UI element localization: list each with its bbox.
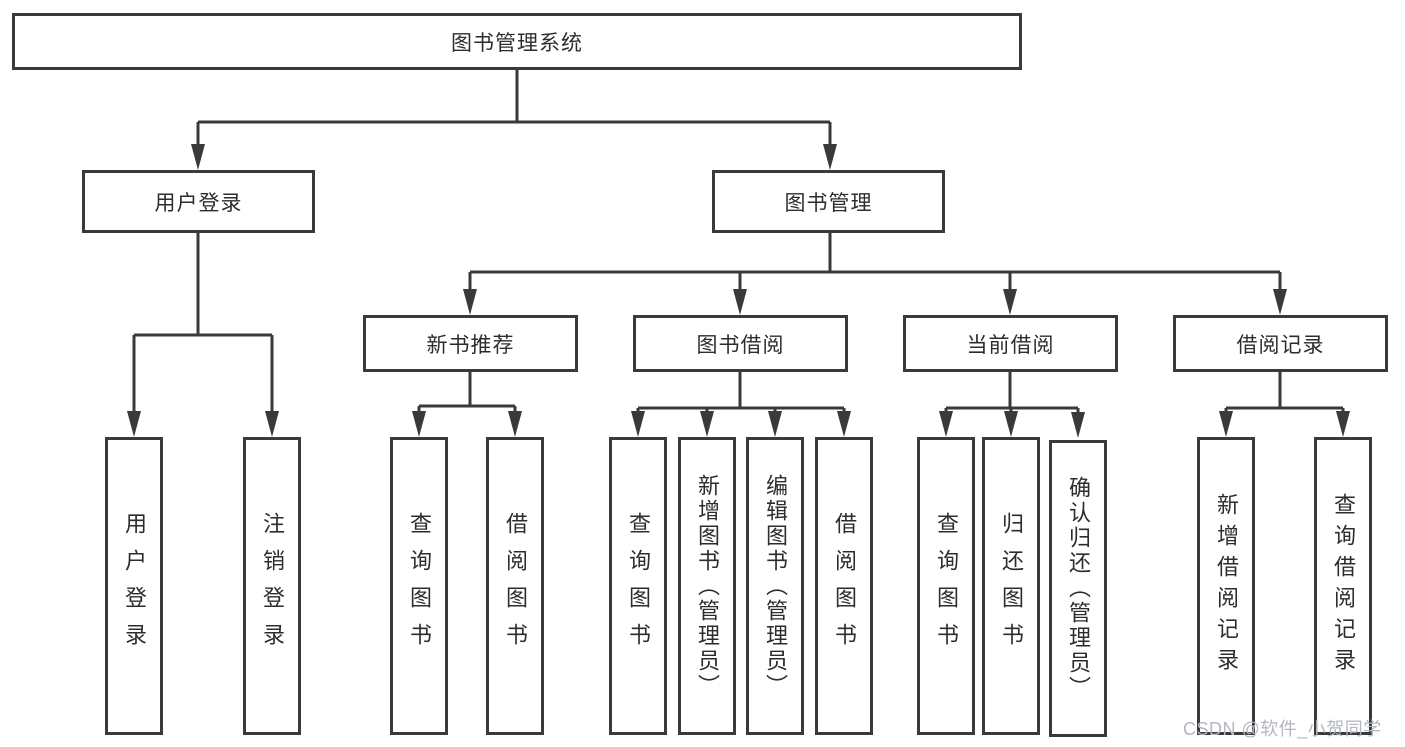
leaf-add-borrow-record-label: 新增借阅记录 [1214, 493, 1239, 679]
leaf-recommend-borrow-books: 借阅图书 [486, 437, 544, 735]
node-book-borrow-label: 图书借阅 [696, 333, 785, 357]
node-book-borrow: 图书借阅 [633, 315, 848, 372]
leaf-current-query-books-label: 查询图书 [934, 512, 959, 660]
node-user-login-branch-label: 用户登录 [154, 191, 243, 215]
leaf-confirm-return-admin: 确认归还（管理员） [1049, 440, 1107, 737]
leaf-borrow-query-books: 查询图书 [609, 437, 667, 735]
node-new-book-recommend: 新书推荐 [363, 315, 578, 372]
leaf-user-login: 用户登录 [105, 437, 163, 735]
leaf-user-login-label: 用户登录 [122, 512, 147, 660]
connector-book-borrow [636, 372, 846, 415]
arrowheads [127, 144, 1350, 438]
leaf-borrow-books: 借阅图书 [815, 437, 873, 735]
leaf-query-borrow-record-label: 查询借阅记录 [1331, 493, 1356, 679]
node-current-borrow-label: 当前借阅 [966, 333, 1055, 357]
leaf-borrow-books-label: 借阅图书 [832, 512, 857, 660]
leaf-borrow-query-books-label: 查询图书 [626, 512, 651, 660]
node-current-borrow: 当前借阅 [903, 315, 1118, 372]
leaf-add-books-admin-label: 新增图书（管理员） [695, 473, 720, 699]
leaf-return-books: 归还图书 [982, 437, 1040, 735]
leaf-logout-label: 注销登录 [260, 512, 285, 660]
leaf-add-books-admin: 新增图书（管理员） [678, 437, 736, 735]
connector-borrow-records [1224, 372, 1345, 415]
leaf-current-query-books: 查询图书 [917, 437, 975, 735]
node-new-book-recommend-label: 新书推荐 [426, 333, 515, 357]
leaf-add-borrow-record: 新增借阅记录 [1197, 437, 1255, 735]
leaf-logout: 注销登录 [243, 437, 301, 735]
node-book-management-label: 图书管理 [784, 191, 873, 215]
connector-current-borrow [944, 372, 1080, 416]
connector-user-login-branch [132, 233, 274, 415]
connector-root-to-level2 [196, 70, 832, 148]
node-book-management: 图书管理 [712, 170, 945, 233]
connector-book-management-branch [468, 233, 1282, 293]
leaf-recommend-borrow-books-label: 借阅图书 [503, 512, 528, 660]
node-borrow-records-label: 借阅记录 [1236, 333, 1325, 357]
node-root: 图书管理系统 [12, 13, 1022, 70]
leaf-edit-books-admin-label: 编辑图书（管理员） [763, 473, 788, 699]
leaf-recommend-query-books-label: 查询图书 [407, 512, 432, 660]
node-root-label: 图书管理系统 [451, 31, 583, 55]
csdn-watermark: CSDN @软件_小贺同学 [1183, 719, 1382, 739]
node-borrow-records: 借阅记录 [1173, 315, 1388, 372]
leaf-edit-books-admin: 编辑图书（管理员） [746, 437, 804, 735]
leaf-return-books-label: 归还图书 [999, 512, 1024, 660]
node-user-login-branch: 用户登录 [82, 170, 315, 233]
connector-new-book-recommend [417, 372, 517, 415]
leaf-query-borrow-record: 查询借阅记录 [1314, 437, 1372, 735]
leaf-recommend-query-books: 查询图书 [390, 437, 448, 735]
leaf-confirm-return-admin-label: 确认归还（管理员） [1066, 476, 1091, 701]
